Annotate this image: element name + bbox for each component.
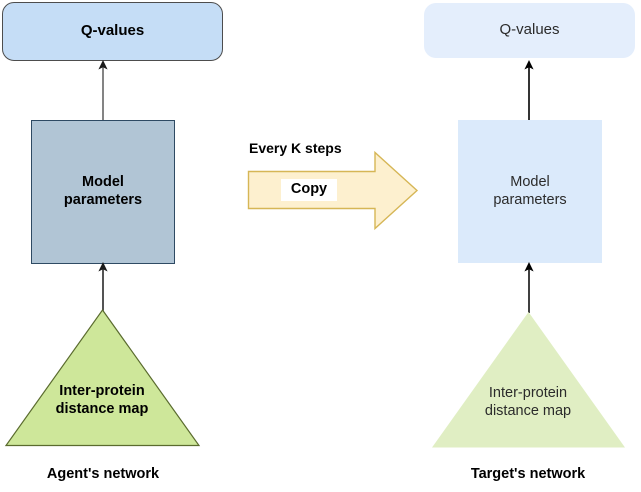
agent-model-parameters-label: Model parameters: [64, 174, 142, 209]
target-model-parameters-label: Model parameters: [493, 174, 566, 209]
agent-input-label-line1: Inter-protein: [59, 383, 145, 400]
target-network-caption: Target's network: [470, 466, 586, 483]
agent-model-to-qvalues-arrow: [98, 60, 108, 121]
agent-qvalues-label: Q-values: [80, 22, 145, 40]
agent-input-distance-map-label: Inter-protein distance map: [12, 378, 192, 424]
agent-input-label-line2: distance map: [55, 401, 149, 417]
target-model-to-qvalues-arrow: [524, 60, 534, 121]
target-model-label-line2: parameters: [493, 191, 567, 208]
agent-model-label-line2: parameters: [63, 192, 143, 208]
agent-input-to-model-arrow: [98, 262, 108, 313]
copy-label: Copy: [281, 179, 337, 201]
every-k-steps-label: Every K steps: [249, 140, 342, 157]
agent-model-parameters-box[interactable]: Model parameters: [31, 120, 175, 264]
agent-qvalues-box[interactable]: Q-values: [2, 2, 223, 61]
target-input-label-line2: distance map: [484, 403, 572, 419]
agent-model-label-line1: Model: [82, 174, 124, 191]
target-input-distance-map-label: Inter-protein distance map: [438, 380, 618, 426]
agent-network-caption: Agent's network: [46, 466, 160, 483]
target-input-to-model-arrow: [524, 262, 534, 313]
target-model-label-line1: Model: [510, 173, 550, 190]
target-model-parameters-box[interactable]: Model parameters: [458, 120, 602, 263]
target-input-label-line1: Inter-protein: [488, 385, 568, 402]
target-qvalues-box[interactable]: Q-values: [424, 3, 635, 58]
target-qvalues-label: Q-values: [499, 21, 560, 39]
